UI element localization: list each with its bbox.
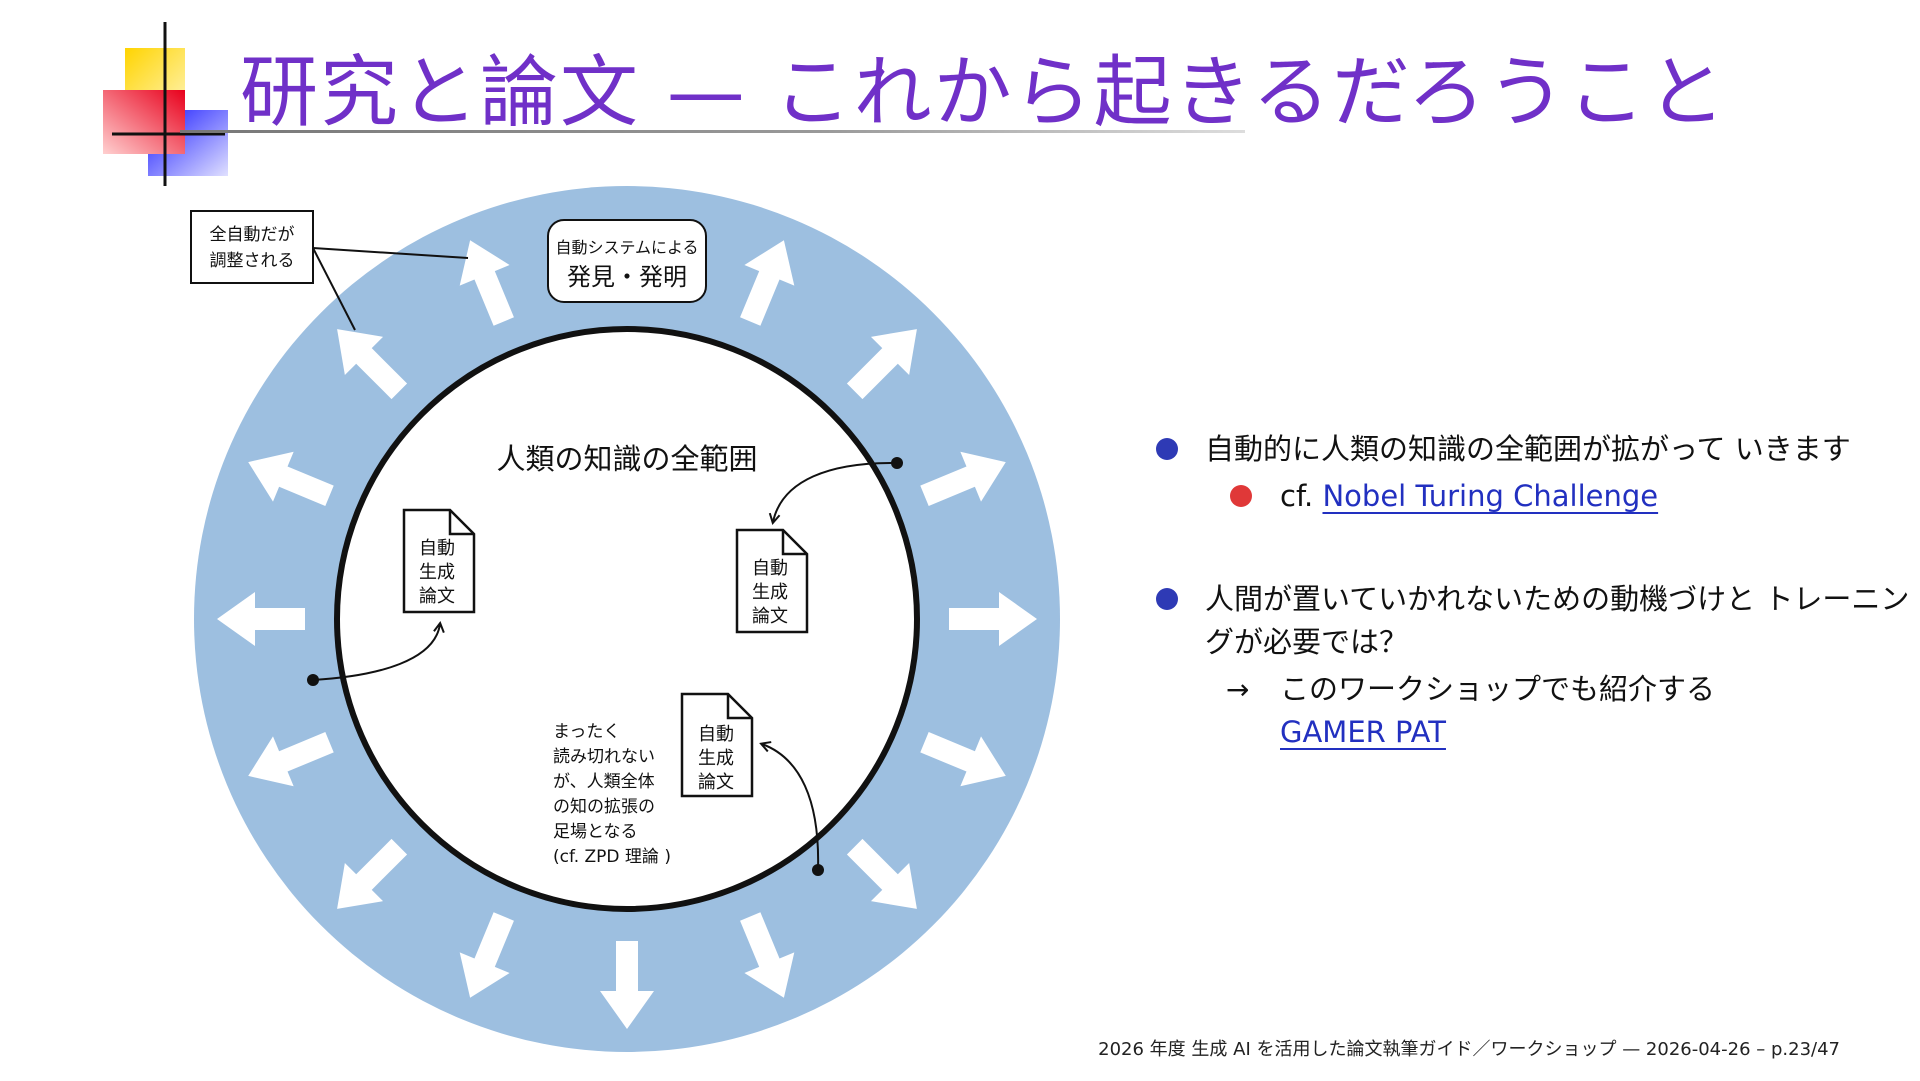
curved-arrow <box>762 744 820 871</box>
paper-label-line: 自動 <box>698 724 734 745</box>
callout-pointer <box>312 247 469 259</box>
generated-paper-doc: 自動 生成 論文 <box>402 508 476 614</box>
bullet-dot-icon <box>1156 438 1178 460</box>
sub-bullet-prefix: cf. <box>1280 479 1314 513</box>
logo-squares-icon <box>103 22 228 186</box>
outward-arrow-icon <box>459 912 514 998</box>
beamer-logo <box>0 0 240 200</box>
paper-label-line: 論文 <box>419 586 455 607</box>
curved-arrow <box>773 461 898 522</box>
generated-paper-doc: 自動 生成 論文 <box>680 692 754 798</box>
title-divider <box>180 130 1245 133</box>
callout-line: 調整される <box>210 251 295 271</box>
outward-arrow-icon <box>337 838 408 909</box>
bullet-dot-icon <box>1156 588 1178 610</box>
curved-arrow <box>312 624 440 681</box>
gamer-pat-link[interactable]: GAMER PAT <box>1280 715 1446 749</box>
paper-label-line: 論文 <box>752 606 788 627</box>
outward-arrow-icon <box>949 592 1037 646</box>
bullet-item: 人間が置いていかれないための動機づけと トレーニングが必要では？ <box>1150 578 1910 664</box>
sub-bullet-text: このワークショップでも紹介する <box>1280 672 1716 706</box>
callout-discovery: 自動システムによる 発見・発明 <box>547 219 707 303</box>
paper-label-line: 自動 <box>419 538 455 559</box>
bullet-text: 人間が置いていかれないための動機づけと トレーニングが必要では？ <box>1205 582 1910 659</box>
callout-pointer <box>312 247 356 331</box>
center-label: 人類の知識の全範囲 <box>496 442 757 476</box>
outward-arrow-icon <box>920 732 1006 787</box>
paper-label-line: 生成 <box>752 582 788 603</box>
note-line: 足場となる <box>553 822 638 842</box>
slide-title: 研究と論文 — これから起きるだろうこと <box>240 48 1728 138</box>
outward-arrow-icon <box>740 912 795 998</box>
callout-line: 全自動だが <box>210 225 295 245</box>
nobel-turing-link[interactable]: Nobel Turing Challenge <box>1322 479 1659 513</box>
sub-bullet-item: → このワークショップでも紹介する GAMER PAT <box>1150 668 1910 754</box>
expansion-arrows <box>217 240 1037 1029</box>
note-text-block: まったく 読み切れない が、人類全体 の知の拡張の 足場となる (cf. ZPD… <box>553 722 671 867</box>
bullet-list: 自動的に人類の知識の全範囲が拡がって いきます cf. Nobel Turing… <box>1150 428 1910 754</box>
sub-bullet-item: cf. Nobel Turing Challenge <box>1150 475 1910 518</box>
slide-footer: 2026 年度 生成 AI を活用した論文執筆ガイド／ワークショップ — 202… <box>1098 1039 1840 1060</box>
paper-label-line: 生成 <box>698 748 734 769</box>
outward-arrow-icon <box>337 329 408 400</box>
note-line: 読み切れない <box>553 747 655 767</box>
bullet-text: 自動的に人類の知識の全範囲が拡がって いきます <box>1205 432 1851 466</box>
note-line: の知の拡張の <box>553 797 655 817</box>
paper-label-line: 論文 <box>698 772 734 793</box>
callout-auto-adjust: 全自動だが 調整される <box>190 210 469 331</box>
outward-arrow-icon <box>248 451 334 506</box>
paper-label-line: 自動 <box>752 558 788 579</box>
callout-subtitle: 自動システムによる <box>555 238 698 257</box>
note-line: が、人類全体 <box>553 772 655 792</box>
outward-arrow-icon <box>740 240 795 326</box>
knowledge-circle <box>334 326 920 912</box>
generated-paper-doc: 自動 生成 論文 <box>735 528 809 634</box>
outward-arrow-icon <box>846 838 917 909</box>
outward-arrow-icon <box>920 451 1006 506</box>
outward-arrow-icon <box>248 732 334 787</box>
callout-title: 発見・発明 <box>567 263 687 291</box>
outward-arrow-icon <box>600 941 654 1029</box>
right-arrow-icon: → <box>1226 673 1250 706</box>
outward-arrow-icon <box>846 329 917 400</box>
paper-label-line: 生成 <box>419 562 455 583</box>
outward-arrow-icon <box>459 240 514 326</box>
note-line: まったく <box>553 722 620 742</box>
outward-arrow-icon <box>217 592 305 646</box>
note-line: (cf. ZPD 理論 ) <box>553 847 671 867</box>
sub-bullet-dot-icon <box>1230 485 1252 507</box>
bullet-item: 自動的に人類の知識の全範囲が拡がって いきます <box>1150 428 1910 471</box>
